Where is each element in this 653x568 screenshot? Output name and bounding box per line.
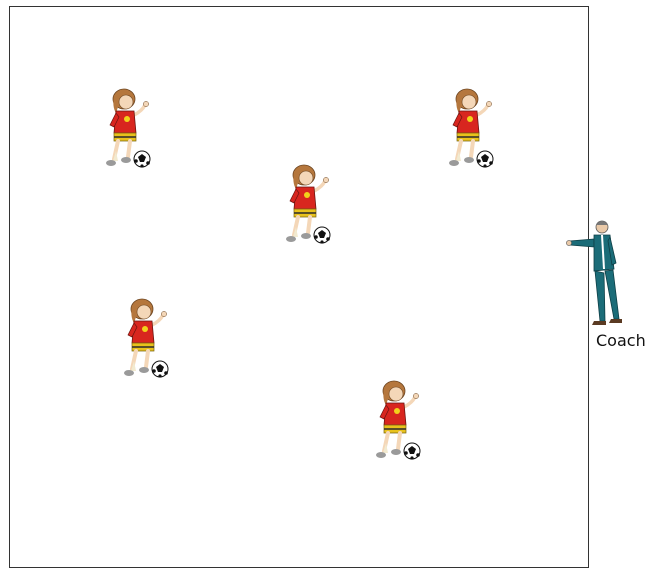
soccer-field — [9, 6, 589, 568]
soccer-player-1 — [98, 81, 158, 171]
soccer-player-icon — [368, 373, 428, 463]
soccer-player-icon — [441, 81, 501, 171]
soccer-player-icon — [116, 291, 176, 381]
soccer-player-icon — [278, 157, 338, 247]
soccer-player-icon — [98, 81, 158, 171]
soccer-player-5 — [368, 373, 428, 463]
coach-icon — [564, 217, 634, 329]
soccer-player-4 — [116, 291, 176, 381]
soccer-player-3 — [278, 157, 338, 247]
soccer-player-2 — [441, 81, 501, 171]
coach-label: Coach — [596, 331, 646, 350]
